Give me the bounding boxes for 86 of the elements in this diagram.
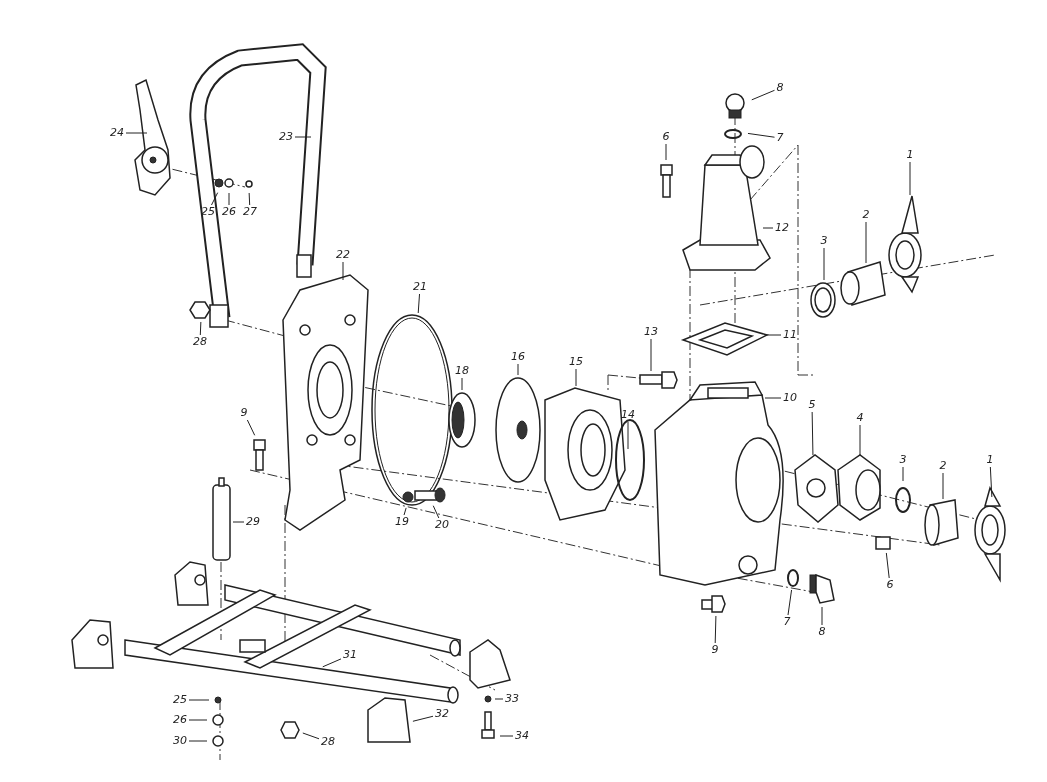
leader-line xyxy=(885,552,890,579)
callout-number: 15 xyxy=(568,356,584,368)
callout-number: 14 xyxy=(620,409,636,421)
leader-line xyxy=(188,740,208,742)
callout-number: 9 xyxy=(710,644,720,656)
callout-number: 7 xyxy=(782,616,792,628)
leader-line xyxy=(989,466,993,498)
callout-number: 30 xyxy=(172,735,188,747)
leader-line xyxy=(865,221,867,264)
leader-line xyxy=(188,699,210,701)
callout-number: 8 xyxy=(817,626,827,638)
callout-number: 26 xyxy=(172,714,188,726)
callout-number: 3 xyxy=(819,235,829,247)
leader-line xyxy=(859,424,861,456)
callout-number: 26 xyxy=(221,206,237,218)
leader-line xyxy=(412,715,434,722)
leader-line xyxy=(821,606,823,626)
callout-number: 31 xyxy=(342,649,358,661)
leader-line xyxy=(517,363,519,376)
callout-number: 1 xyxy=(985,454,995,466)
callout-number: 7 xyxy=(775,132,785,144)
callout-number: 16 xyxy=(510,351,526,363)
callout-number: 12 xyxy=(774,222,790,234)
leader-line xyxy=(228,192,230,206)
leader-line xyxy=(627,421,629,450)
leader-line xyxy=(823,247,825,281)
leader-line xyxy=(650,338,652,372)
callout-number: 18 xyxy=(454,365,470,377)
callout-number: 23 xyxy=(278,131,294,143)
leader-line xyxy=(902,466,904,482)
leader-line xyxy=(461,377,463,391)
callout-number: 29 xyxy=(245,516,261,528)
callout-number: 9 xyxy=(239,407,249,419)
callout-number: 25 xyxy=(200,206,216,218)
callout-number: 32 xyxy=(434,708,450,720)
leader-line xyxy=(322,658,342,668)
leader-line xyxy=(787,589,793,616)
leader-line xyxy=(246,419,256,436)
leader-line xyxy=(714,615,717,644)
leader-line xyxy=(575,368,577,387)
callout-number: 28 xyxy=(192,336,208,348)
leader-line xyxy=(302,732,320,740)
callout-number: 19 xyxy=(394,516,410,528)
callout-number: 5 xyxy=(807,399,817,411)
callout-number: 27 xyxy=(242,206,258,218)
callout-number: 2 xyxy=(861,209,871,221)
leader-line xyxy=(294,136,312,138)
callout-number: 3 xyxy=(898,454,908,466)
callout-number: 28 xyxy=(320,736,336,748)
callout-number: 2 xyxy=(938,460,948,472)
leader-line xyxy=(342,261,344,281)
callout-number: 22 xyxy=(335,249,351,261)
callout-number: 21 xyxy=(412,281,428,293)
callout-number: 33 xyxy=(504,693,520,705)
leader-line xyxy=(811,411,814,456)
leader-line xyxy=(909,161,911,196)
callout-number: 24 xyxy=(109,127,125,139)
callout-number: 6 xyxy=(661,131,671,143)
leader-line xyxy=(432,505,440,519)
leader-line xyxy=(499,735,514,737)
callout-number: 10 xyxy=(782,392,798,404)
callout-number: 11 xyxy=(782,329,798,341)
callout-number: 20 xyxy=(434,519,450,531)
leader-line xyxy=(747,132,775,138)
callout-number: 6 xyxy=(885,579,895,591)
leader-line xyxy=(751,89,775,101)
callout-number: 8 xyxy=(775,82,785,94)
leader-line xyxy=(211,192,219,206)
leader-line xyxy=(665,143,667,161)
callout-number: 34 xyxy=(514,730,530,742)
leader-line xyxy=(942,472,944,500)
callout-number: 25 xyxy=(172,694,188,706)
leader-line xyxy=(762,227,774,229)
leader-line xyxy=(494,698,504,700)
callout-number: 13 xyxy=(643,326,659,338)
leader-line xyxy=(764,397,782,399)
callout-number: 1 xyxy=(905,149,915,161)
leader-line xyxy=(232,521,245,523)
leader-line xyxy=(403,507,407,516)
leader-line xyxy=(248,192,251,206)
leader-line xyxy=(417,293,420,314)
leader-line xyxy=(199,321,202,336)
leader-line xyxy=(188,719,208,721)
callout-number: 4 xyxy=(855,412,865,424)
leader-line xyxy=(125,132,148,134)
leader-line xyxy=(765,334,782,336)
